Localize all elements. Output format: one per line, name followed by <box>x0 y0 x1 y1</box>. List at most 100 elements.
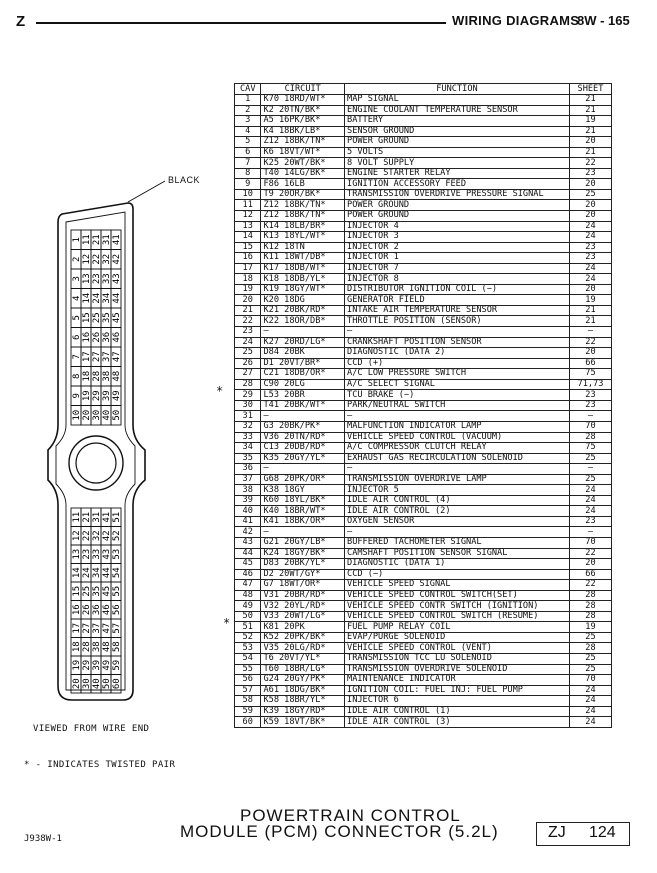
pin-grid: 1234567891011121314151617181920212223242… <box>70 229 122 694</box>
pin-label-27: 27 <box>82 623 92 634</box>
figure-id-box <box>536 822 630 846</box>
connector-color-label: BLACK <box>168 175 201 185</box>
pin-label-37: 37 <box>92 623 102 634</box>
pin-label-17: 17 <box>72 623 82 634</box>
pin-label-42: 42 <box>102 530 112 541</box>
pin-label-43: 43 <box>112 273 122 284</box>
twisted-pair-mark-26: * <box>216 384 224 398</box>
sheet-cell: 24 <box>568 695 613 707</box>
pin-cell-50 <box>110 405 122 426</box>
pin-label-44: 44 <box>102 567 112 578</box>
pin-label-15: 15 <box>82 312 92 323</box>
pin-label-34: 34 <box>102 293 112 304</box>
pin-label-22: 22 <box>92 254 102 265</box>
black-label-leader <box>127 180 166 203</box>
sheet-cell: 24 <box>568 705 613 718</box>
pin-label-26: 26 <box>82 604 92 615</box>
pin-label-12: 12 <box>72 530 82 541</box>
pin-label-7: 7 <box>72 354 82 359</box>
cav-cell: 58 <box>233 695 262 707</box>
pin-label-51: 51 <box>112 512 122 523</box>
pin-label-12: 12 <box>82 254 92 265</box>
pin-label-55: 55 <box>112 586 122 597</box>
pin-label-13: 13 <box>82 273 92 284</box>
pin-label-40: 40 <box>92 678 102 689</box>
pin-label-27: 27 <box>92 351 102 362</box>
pin-label-56: 56 <box>112 604 122 615</box>
cav-cell: 50 <box>233 610 262 623</box>
pin-label-24: 24 <box>92 293 102 304</box>
pin-label-48: 48 <box>112 371 122 382</box>
pin-label-58: 58 <box>112 641 122 652</box>
pin-label-45: 45 <box>112 312 122 323</box>
sheet-cell: — <box>568 526 613 538</box>
connector-boss-inner <box>75 442 117 484</box>
sheet-cell: 70 <box>568 674 613 686</box>
pin-label-19: 19 <box>82 390 92 401</box>
view-note: VIEWED FROM WIRE END <box>33 724 150 734</box>
col-header-sheet: SHEET <box>568 83 613 95</box>
cav-cell: 53 <box>233 642 262 654</box>
cav-cell: 60 <box>233 716 262 728</box>
pin-label-1: 1 <box>72 237 82 242</box>
pin-label-34: 34 <box>92 567 102 578</box>
pin-label-5: 5 <box>72 315 82 320</box>
pin-label-9: 9 <box>72 393 82 398</box>
connector-boss <box>68 435 124 491</box>
cav-cell: 40 <box>233 505 262 517</box>
sheet-cell: 24 <box>568 684 613 697</box>
cav-cell: 51 <box>233 621 262 633</box>
pin-label-2: 2 <box>72 257 82 262</box>
sheet-cell: 66 <box>568 568 613 581</box>
col-header-circuit: CIRCUIT <box>260 83 346 95</box>
pin-label-35: 35 <box>102 312 112 323</box>
table-row: 42——— <box>233 526 613 538</box>
pin-label-30: 30 <box>82 678 92 689</box>
pin-label-39: 39 <box>102 390 112 401</box>
drawing-code: J938W-1 <box>24 834 62 844</box>
pin-label-57: 57 <box>112 623 122 634</box>
sheet-cell: 24 <box>568 716 613 728</box>
pin-label-25: 25 <box>82 586 92 597</box>
figure-number: 124 <box>589 824 616 841</box>
pin-label-41: 41 <box>112 234 122 245</box>
pin-label-29: 29 <box>92 390 102 401</box>
pin-label-31: 31 <box>92 512 102 523</box>
pin-label-24: 24 <box>82 567 92 578</box>
pin-label-20: 20 <box>82 410 92 421</box>
sheet-cell: 25 <box>568 631 613 644</box>
sheet-cell: 28 <box>568 600 613 612</box>
pin-label-33: 33 <box>92 549 102 560</box>
pin-label-39: 39 <box>92 660 102 671</box>
sheet-cell: 20 <box>568 558 613 570</box>
pin-label-26: 26 <box>92 332 102 343</box>
page-number: 8W - 165 <box>577 13 630 28</box>
pin-label-11: 11 <box>82 234 92 245</box>
table-header-row: CAV CIRCUIT FUNCTION SHEET <box>233 83 613 95</box>
pin-label-21: 21 <box>92 234 102 245</box>
pin-label-48: 48 <box>102 641 112 652</box>
pin-label-32: 32 <box>92 530 102 541</box>
page-title: WIRING DIAGRAMS <box>452 13 580 28</box>
pin-label-49: 49 <box>112 390 122 401</box>
pin-label-54: 54 <box>112 567 122 578</box>
pin-label-8: 8 <box>72 374 82 379</box>
pin-label-10: 10 <box>72 410 82 421</box>
pin-label-47: 47 <box>102 623 112 634</box>
pin-label-14: 14 <box>82 293 92 304</box>
sheet-cell: 28 <box>568 610 613 623</box>
